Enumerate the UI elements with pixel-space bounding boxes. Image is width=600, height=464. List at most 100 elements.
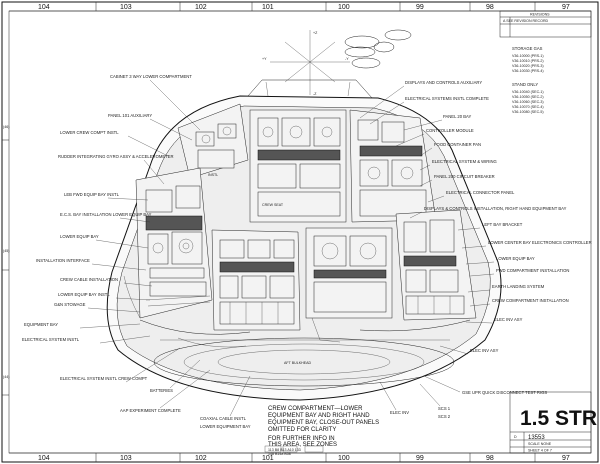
drawing-note: CREW COMPARTMENT—LOWER EQUIPMENT BAY AND…	[264, 406, 379, 456]
callout-left-1: CABINET 3 WAY LOWER COMPARTMENT	[110, 74, 192, 79]
zone-top-104: 104	[38, 4, 50, 11]
svg-text:-Y: -Y	[345, 57, 349, 61]
side-zone-refs: (46) (45) (44)	[2, 125, 9, 396]
cabin-label-floor: AFT BULKHEAD	[284, 361, 311, 365]
side-ref-44: (44)	[3, 375, 9, 379]
note-line-8: 148 B148 B58	[268, 452, 291, 456]
callout-right-8: ELECTRICAL CONNECTOR PANEL	[446, 190, 515, 195]
title-block: 1.5 STR D 13553 SCALE NONE SHEET 4 OF 7	[509, 391, 597, 454]
callout-bottom-7: SCS 2	[438, 414, 451, 419]
bottom-zone-strip: 104 103 102 101 100 99 98 97	[9, 452, 591, 462]
callout-bottom-6: SCS 1	[438, 406, 451, 411]
zone-top-99: 99	[416, 4, 424, 11]
zone-top-102: 102	[195, 4, 207, 11]
revision-header: REVISIONS	[530, 13, 550, 17]
zone-bottom-102: 102	[195, 455, 207, 462]
left-callouts: CABINET 3 WAY LOWER COMPARTMENT PANEL 10…	[22, 74, 201, 383]
legend-others-1: V36-10040 (SEC-1)	[512, 90, 544, 94]
legend-others-5: V36-10080 (SEC-5)	[512, 110, 544, 114]
title-row-1: D	[514, 435, 517, 439]
left-equipment-bay	[135, 167, 213, 319]
callout-left-6: E.C.S. BAY INSTALLATION LOWER EQUIP BAY	[60, 212, 152, 217]
callout-right-7: PANEL 200 CIRCUIT BREAKER	[434, 174, 495, 179]
legend-others-4: V36-10070 (SEC-4)	[512, 105, 544, 109]
callout-right-14: EARTH LANDING SYSTEM	[492, 284, 545, 289]
callout-left-13: ELECTRICAL SYSTEM INSTL	[22, 337, 80, 342]
top-callout-ellipses	[344, 29, 412, 69]
zone-bottom-104: 104	[38, 455, 50, 462]
side-ref-45: (45)	[3, 249, 9, 253]
callout-right-5: FOOD CONTAINER PAN	[434, 142, 481, 147]
revision-row-1: A SEE REVISION RECORD	[503, 19, 549, 23]
sheet-id: 1.5 STR	[520, 407, 597, 430]
note-line-6: THIS AREA, SEE ZONES	[268, 442, 337, 448]
svg-text:+Z: +Z	[313, 31, 318, 35]
zone-bottom-97: 97	[562, 455, 570, 462]
callout-right-11: LOWER CENTER BAY ELECTRONICS CONTROLLER	[488, 240, 592, 245]
legend-others-3: V36-10060 (SEC-3)	[512, 100, 544, 104]
note-line-3: EQUIPMENT BAY, CLOSE-OUT PANELS	[268, 420, 379, 426]
zone-bottom-103: 103	[120, 455, 132, 462]
cabin-label-upper-left: INSTL	[208, 173, 218, 177]
legend-others-2: V36-10050 (SEC-2)	[512, 95, 544, 99]
zone-top-103: 103	[120, 4, 132, 11]
callout-left-7: LOWER EQUIP BAY	[60, 234, 99, 239]
svg-text:-Z: -Z	[313, 92, 317, 96]
axis-symbol: +Z -Z +Y -Y	[262, 30, 350, 96]
title-sheet: SHEET 4 OF 7	[528, 449, 552, 453]
zone-top-98: 98	[486, 4, 494, 11]
cabin-label-center-top: CREW SEAT	[262, 203, 284, 207]
callout-left-14: ELECTRICAL SYSTEM INSTL CREW COMPT	[60, 376, 148, 381]
callout-left-10: LOWER EQUIP BAY INSTL	[58, 292, 110, 297]
center-lower-bay	[305, 227, 393, 319]
legend-storage-title: STORAGE GAS	[512, 46, 543, 51]
zone-bottom-101: 101	[262, 455, 274, 462]
callout-right-16: ELEC INV ASY	[494, 317, 523, 322]
title-scale: SCALE NONE	[528, 442, 552, 446]
callout-right-13: FWD COMPARTMENT INSTALLATION	[496, 268, 569, 273]
note-line-1: CREW COMPARTMENT—LOWER	[268, 406, 363, 412]
callout-left-8: INSTALLATION INTERFACE	[36, 258, 90, 263]
left-lower-equipment-bay	[211, 229, 301, 331]
callout-bottom-3: COAXIAL CABLE INSTL	[200, 416, 247, 421]
zone-top-97: 97	[562, 4, 570, 11]
central-display-panels: CREW SEAT	[249, 109, 347, 223]
top-zone-strip: 104 103 102 101 100 99 98 97	[9, 2, 591, 12]
callout-bottom-1: BATTERIES	[150, 388, 173, 393]
note-line-5: FOR FURTHER INFO IN	[268, 436, 335, 442]
legend-others-title: STAND ONLY	[512, 82, 538, 87]
callout-right-1: DISPLAYS AND CONTROLS AUXILIARY	[405, 80, 482, 85]
zone-top-101: 101	[262, 4, 274, 11]
callout-left-4: RUDDER INTEGRATING GYRO ASSY & ACCELEROM…	[58, 154, 174, 159]
callout-right-4: CONTROLLER MODULE	[426, 128, 474, 133]
callout-bottom-4: LOWER EQUIPMENT BAY	[200, 424, 251, 429]
callout-right-18: GSE UPR QUICK DISCONNECT TEST RIGS	[462, 390, 547, 395]
svg-text:+Y: +Y	[262, 57, 267, 61]
revision-block: REVISIONS A SEE REVISION RECORD	[499, 10, 592, 38]
zone-bottom-100: 100	[338, 455, 350, 462]
note-line-2: EQUIPMENT BAY AND RIGHT HAND	[268, 413, 370, 419]
legend-storage-2: V36-10010 (PRS-2)	[512, 59, 544, 63]
callout-right-17: ELEC INV ASY	[470, 348, 499, 353]
aft-bulkhead	[153, 337, 455, 387]
callout-right-10: LEFT BAY BRACKET	[482, 222, 523, 227]
callout-left-2: PANEL 101 AUXILIARY	[108, 113, 152, 118]
note-line-7: 113 B8 B13 A10 133	[268, 448, 301, 452]
side-ref-46: (46)	[3, 125, 9, 129]
callout-left-12: EQUIPMENT BAY	[24, 322, 58, 327]
zone-bottom-99: 99	[416, 455, 424, 462]
forward-tunnel	[247, 79, 373, 99]
callout-left-9: CREW CABLE INSTALLATION	[60, 277, 118, 282]
callout-right-12: LOWER EQUIP BAY	[496, 256, 535, 261]
callout-right-15: CREW COMPARTMENT INSTALLATION	[492, 298, 569, 303]
callout-right-6: ELECTRICAL SYSTEM & WIRING	[432, 159, 497, 164]
legend-storage-4: V36-10030 (PRS-4)	[512, 69, 544, 73]
callout-left-11: G&N STOWAGE	[54, 302, 86, 307]
callout-bottom-2: AAP EXPERIMENT COMPLETE	[120, 408, 181, 413]
legend-storage-1: V36-10000 (PRS-1)	[512, 54, 544, 58]
callout-right-3: PANEL 20 BAY	[443, 114, 472, 119]
note-line-4: OMITTED FOR CLARITY	[268, 427, 336, 433]
